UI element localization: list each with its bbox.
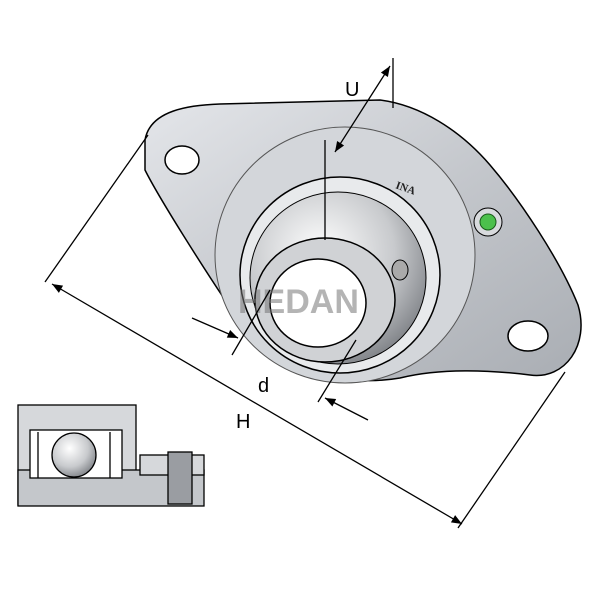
dimension-h [44,134,566,529]
watermark: HEDAN [238,283,359,321]
mounting-hole-right [507,320,549,352]
dimension-u-label: U [345,79,359,101]
dimension-h-label: H [236,411,250,433]
ball-icon [51,432,97,478]
mounting-hole-left [164,145,200,175]
grease-nipple [473,207,503,237]
dimension-u [324,58,394,240]
dimension-d-label: d [258,375,269,397]
cross-section-inset [17,404,205,507]
bearing-insert: INA [239,176,441,374]
